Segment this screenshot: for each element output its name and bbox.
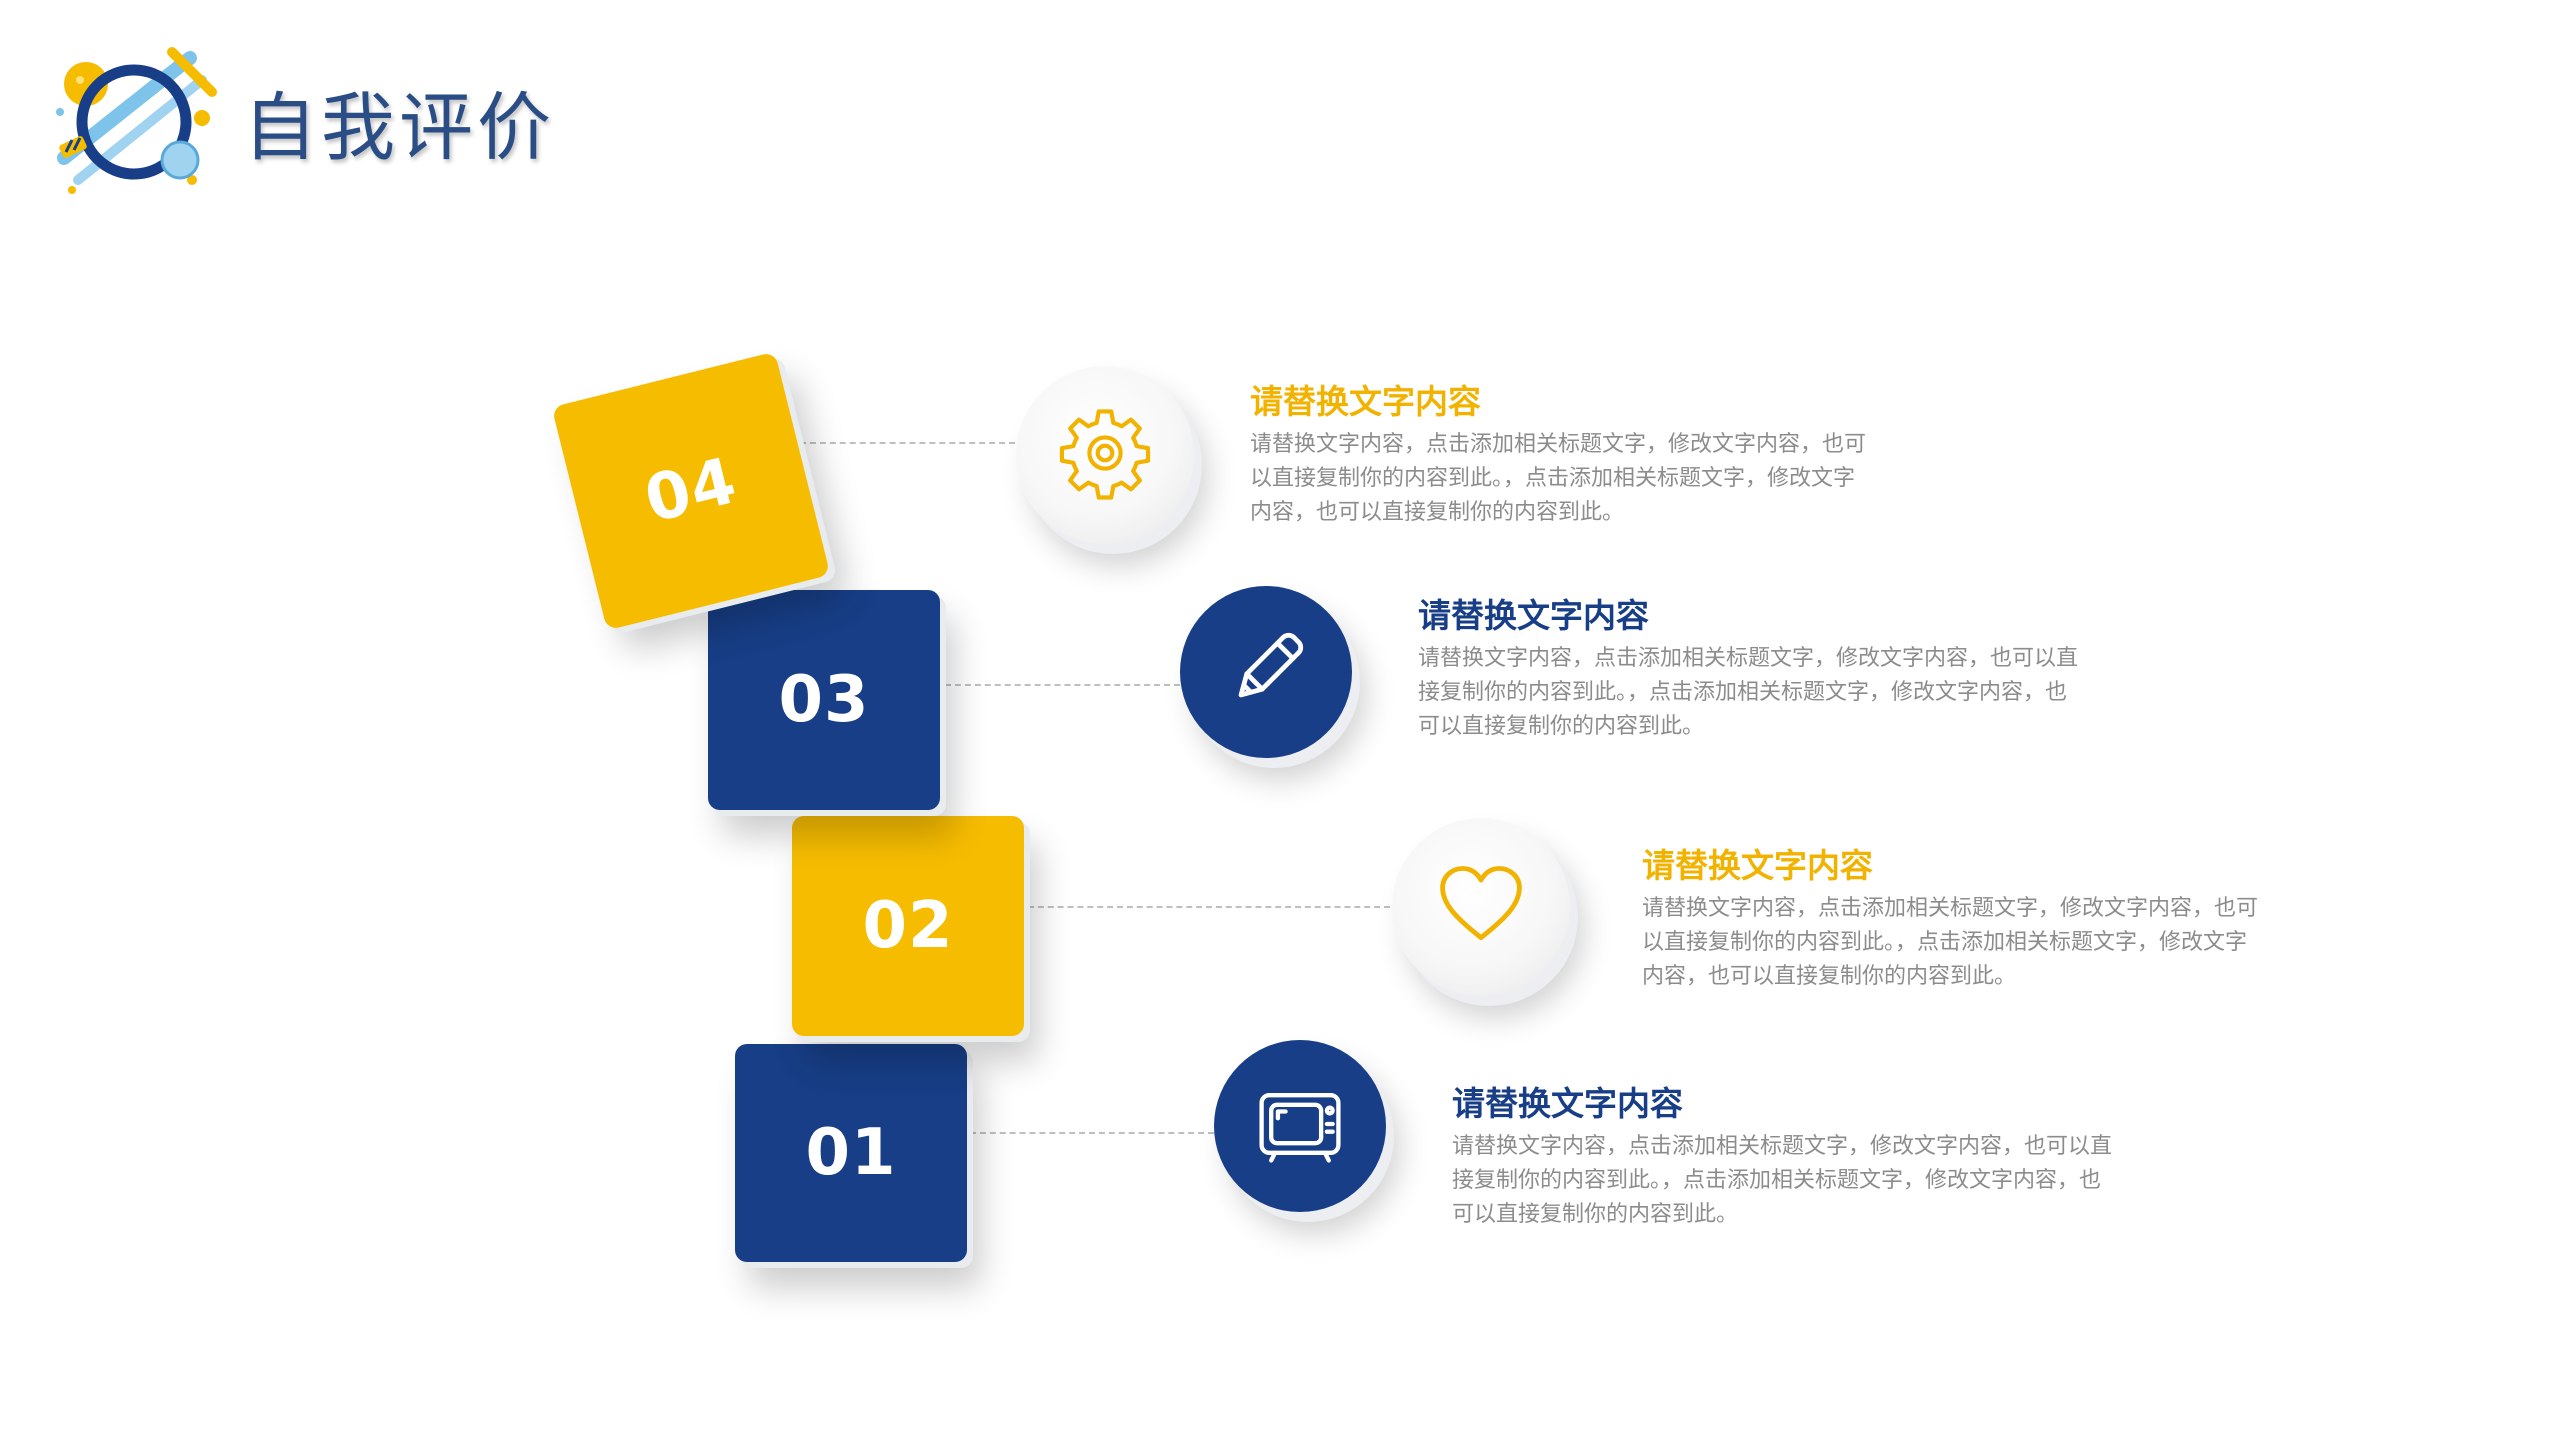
- step-heading-01: 请替换文字内容: [1452, 1084, 1683, 1123]
- gear-icon: [1053, 401, 1157, 509]
- step-square-04: 04: [551, 351, 831, 631]
- pencil-icon: [1218, 622, 1314, 722]
- step-heading-04: 请替换文字内容: [1250, 382, 1481, 421]
- step-circle-02: [1392, 818, 1570, 996]
- connector-line-02: [1028, 906, 1390, 908]
- step-text-04: 请替换文字内容 请替换文字内容，点击添加相关标题文字，修改文字内容，也可以直接复…: [1250, 380, 1870, 530]
- step-square-01: 01: [735, 1044, 967, 1262]
- step-body-01: 请替换文字内容，点击添加相关标题文字，修改文字内容，也可以直接复制你的内容到此。…: [1452, 1134, 2113, 1227]
- heart-icon: [1433, 857, 1529, 957]
- page-title: 自我评价: [243, 85, 555, 171]
- step-circle-01: [1214, 1040, 1386, 1212]
- step-circle-03: [1180, 586, 1352, 758]
- logo: [52, 40, 222, 200]
- step-number-02: 02: [862, 889, 954, 963]
- connector-line-04: [800, 442, 1015, 444]
- step-number-03: 03: [778, 663, 870, 737]
- tv-icon: [1252, 1076, 1348, 1176]
- step-text-01: 请替换文字内容 请替换文字内容，点击添加相关标题文字，修改文字内容，也可以直接复…: [1452, 1082, 2116, 1232]
- step-square-03: 03: [708, 590, 940, 810]
- connector-line-01: [970, 1132, 1214, 1134]
- step-circle-04: [1016, 366, 1194, 544]
- step-body-03: 请替换文字内容，点击添加相关标题文字，修改文字内容，也可以直接复制你的内容到此。…: [1418, 646, 2079, 739]
- step-text-02: 请替换文字内容 请替换文字内容，点击添加相关标题文字，修改文字内容，也可以直接复…: [1642, 844, 2262, 994]
- step-text-03: 请替换文字内容 请替换文字内容，点击添加相关标题文字，修改文字内容，也可以直接复…: [1418, 594, 2078, 744]
- step-number-01: 01: [805, 1116, 897, 1190]
- step-heading-03: 请替换文字内容: [1418, 596, 1649, 635]
- step-number-04: 04: [637, 444, 745, 538]
- step-heading-02: 请替换文字内容: [1642, 846, 1873, 885]
- step-body-04: 请替换文字内容，点击添加相关标题文字，修改文字内容，也可以直接复制你的内容到此。…: [1250, 432, 1867, 525]
- connector-line-03: [945, 684, 1180, 686]
- step-square-02: 02: [792, 816, 1024, 1036]
- step-body-02: 请替换文字内容，点击添加相关标题文字，修改文字内容，也可以直接复制你的内容到此。…: [1642, 896, 2259, 989]
